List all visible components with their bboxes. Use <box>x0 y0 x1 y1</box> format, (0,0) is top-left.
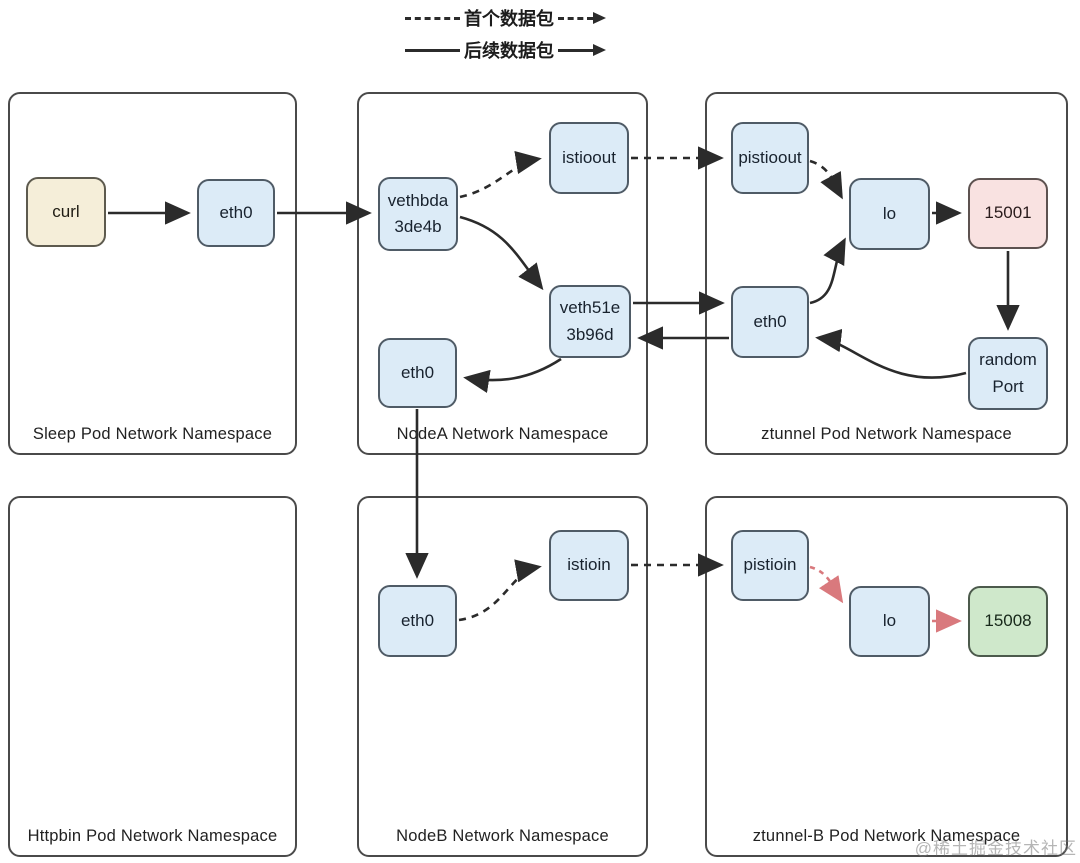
panel-label: NodeB Network Namespace <box>396 827 609 845</box>
panel-label: ztunnel-B Pod Network Namespace <box>752 827 1021 845</box>
node-lo-ztunnel: lo <box>849 178 930 250</box>
legend: 首个数据包 后续数据包 <box>405 2 606 66</box>
watermark: @稀土掘金技术社区 <box>914 839 1077 858</box>
dashed-line-sample <box>558 16 593 20</box>
legend-subsequent-packet-label: 后续数据包 <box>464 41 554 61</box>
node-pistioin: pistioin <box>731 530 809 601</box>
arrowhead-icon <box>593 12 606 24</box>
legend-first-packet-label: 首个数据包 <box>464 9 554 29</box>
node-port-15001: 15001 <box>968 178 1048 249</box>
node-port-15008: 15008 <box>968 586 1048 657</box>
panel-label: NodeA Network Namespace <box>396 425 609 443</box>
dashed-line-sample <box>405 16 460 20</box>
node-eth0-ztunnel: eth0 <box>731 286 809 358</box>
legend-subsequent-packet: 后续数据包 <box>405 34 606 66</box>
node-eth0-nodea: eth0 <box>378 338 457 408</box>
panel-label: Sleep Pod Network Namespace <box>32 425 273 443</box>
panel-httpbin-pod-namespace: Httpbin Pod Network Namespace <box>8 496 297 857</box>
panel-label: Httpbin Pod Network Namespace <box>27 827 278 845</box>
solid-line-sample <box>405 48 460 52</box>
node-vethbda3de4b: vethbda 3de4b <box>378 177 458 251</box>
node-eth0-sleep: eth0 <box>197 179 275 247</box>
panel-sleep-pod-namespace: Sleep Pod Network Namespace <box>8 92 297 455</box>
node-random-port: random Port <box>968 337 1048 410</box>
node-curl: curl <box>26 177 106 247</box>
node-eth0-nodeb: eth0 <box>378 585 457 657</box>
node-istioin: istioin <box>549 530 629 601</box>
node-lo-ztunnel-b: lo <box>849 586 930 657</box>
arrowhead-icon <box>593 44 606 56</box>
node-pistioout: pistioout <box>731 122 809 194</box>
panel-label: ztunnel Pod Network Namespace <box>761 425 1012 443</box>
node-veth51e3b96d: veth51e 3b96d <box>549 285 631 358</box>
solid-line-sample <box>558 48 593 52</box>
node-istioout: istioout <box>549 122 629 194</box>
legend-first-packet: 首个数据包 <box>405 2 606 34</box>
